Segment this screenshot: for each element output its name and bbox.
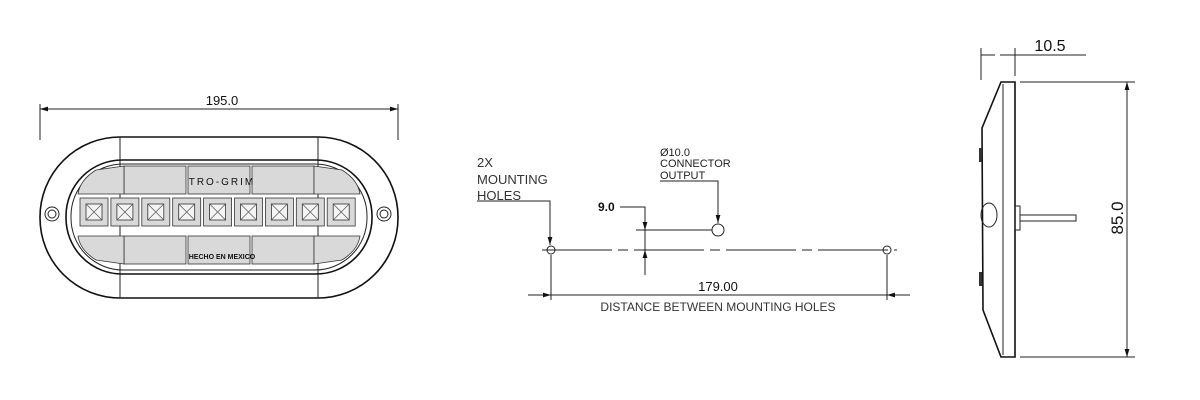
offset-dimension: 9.0 — [598, 200, 712, 275]
led-cell — [110, 197, 140, 227]
lower-light-bars — [77, 235, 361, 265]
width-dimension-label: 195.0 — [206, 93, 239, 108]
led-cell — [295, 197, 325, 227]
svg-text:179.00: 179.00 — [698, 279, 738, 294]
svg-text:2X: 2X — [477, 155, 493, 170]
origin-text: HECHO EN MEXICO — [189, 254, 256, 261]
connector-hole — [711, 223, 725, 237]
led-cell — [172, 197, 202, 227]
mounting-hole-right — [376, 206, 392, 222]
upper-light-bars — [77, 165, 361, 195]
led-row — [79, 197, 356, 227]
svg-text:Ø10.0: Ø10.0 — [660, 147, 690, 159]
height-dimension: 85.0 — [1020, 81, 1135, 358]
side-profile — [981, 81, 1016, 358]
hole-distance-dimension: 179.00 DISTANCE BETWEEN MOUNTING HOLES — [528, 255, 910, 314]
led-cell — [326, 197, 356, 227]
svg-text:OUTPUT: OUTPUT — [660, 170, 706, 182]
svg-text:DISTANCE BETWEEN MOUNTING HOLE: DISTANCE BETWEEN MOUNTING HOLES — [600, 300, 835, 314]
mounting-holes-note: 2X MOUNTING HOLES — [477, 155, 553, 245]
svg-text:85.0: 85.0 — [1108, 201, 1127, 234]
led-cell — [141, 197, 171, 227]
svg-text:9.0: 9.0 — [598, 200, 615, 214]
connector-boss — [980, 202, 998, 228]
mounting-hole-left — [44, 206, 60, 222]
housing-outline — [39, 136, 399, 299]
hole-pattern-view: 2X MOUNTING HOLES Ø10.0 CONNECTOR OUTPUT… — [477, 147, 910, 314]
front-view: 195.0 TRO-GRIM HECHO EN MEXICO — [39, 93, 399, 299]
connector-note: Ø10.0 CONNECTOR OUTPUT — [660, 147, 731, 223]
depth-dimension: 10.5 — [980, 38, 1086, 80]
mounting-hole-right — [882, 245, 892, 255]
svg-text:MOUNTING: MOUNTING — [477, 172, 548, 187]
svg-text:HOLES: HOLES — [477, 188, 521, 203]
side-view: 10.5 85.0 — [979, 38, 1135, 358]
lens-outline — [65, 159, 373, 275]
brand-text: TRO-GRIM — [189, 177, 256, 188]
led-cell — [203, 197, 233, 227]
led-cell — [264, 197, 294, 227]
mounting-hole-left — [546, 245, 556, 255]
svg-text:10.5: 10.5 — [1034, 38, 1065, 55]
svg-text:CONNECTOR: CONNECTOR — [660, 158, 731, 170]
led-cell — [79, 197, 109, 227]
led-cell — [234, 197, 263, 227]
connector-cable — [1019, 214, 1077, 222]
width-dimension: 195.0 — [39, 93, 399, 140]
